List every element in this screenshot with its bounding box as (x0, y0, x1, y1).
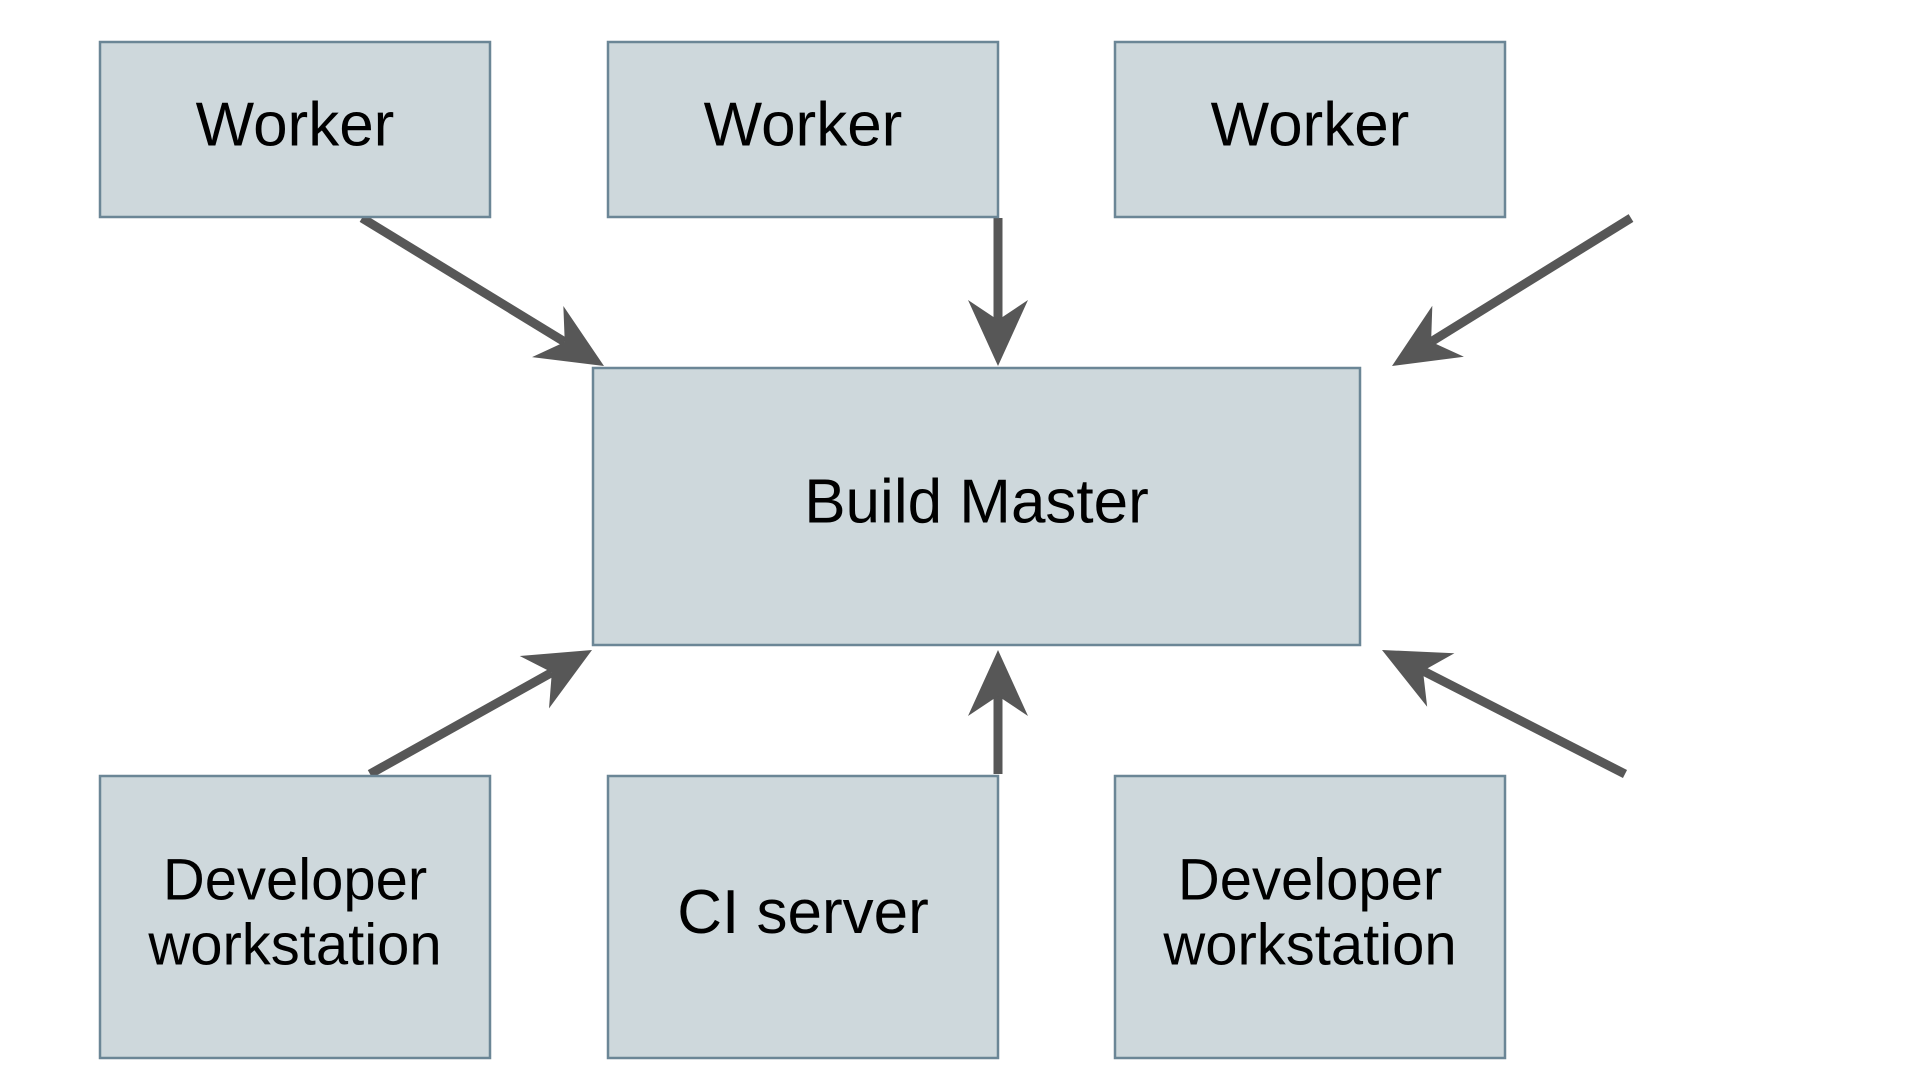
edge-arrowhead (1382, 650, 1455, 707)
node-label: CI server (677, 878, 928, 947)
edge-dev-workstation-left-to-build-master (367, 650, 592, 778)
edge-ci-server-to-build-master (968, 650, 1028, 774)
node-label-line: workstation (1162, 913, 1456, 978)
node-box[interactable] (591, 366, 1362, 647)
node-label: Worker (704, 91, 903, 160)
edge-worker-3-to-build-master (1392, 214, 1634, 366)
node-label-line: Worker (704, 91, 903, 160)
node-box[interactable] (606, 40, 1000, 219)
node-label-line: Worker (196, 91, 395, 160)
edge-shaft (1428, 214, 1634, 346)
edge-arrowhead (532, 305, 604, 366)
node-build-master[interactable]: Build Master (591, 366, 1362, 647)
edge-arrowhead (968, 300, 1028, 366)
node-label-line: Worker (1211, 91, 1410, 160)
edges-layer (359, 214, 1634, 779)
node-label-line: Developer (163, 848, 427, 913)
node-label-line: Build Master (804, 468, 1149, 537)
node-box[interactable] (98, 774, 492, 1060)
node-box[interactable] (98, 40, 492, 219)
node-worker-1[interactable]: Worker (98, 40, 492, 219)
node-label: Worker (1211, 91, 1410, 160)
node-worker-3[interactable]: Worker (1113, 40, 1507, 219)
edge-worker-2-to-build-master (968, 218, 1028, 366)
edge-shaft (1420, 666, 1628, 779)
node-label-line: workstation (147, 913, 441, 978)
edge-arrowhead (519, 650, 592, 709)
edge-arrowhead (968, 650, 1028, 716)
node-label: Worker (196, 91, 395, 160)
node-label: Build Master (804, 468, 1149, 537)
edge-dev-workstation-right-to-build-master (1382, 650, 1628, 779)
node-box[interactable] (1113, 40, 1507, 219)
edge-shaft (367, 668, 555, 778)
node-ci-server[interactable]: CI server (606, 774, 1000, 1060)
edge-shaft (359, 214, 568, 346)
edge-arrowhead (1392, 305, 1464, 366)
node-box[interactable] (606, 774, 1000, 1060)
node-label-line: CI server (677, 878, 928, 947)
node-worker-2[interactable]: Worker (606, 40, 1000, 219)
node-label-line: Developer (1178, 848, 1442, 913)
node-box[interactable] (1113, 774, 1507, 1060)
edge-worker-1-to-build-master (359, 214, 604, 366)
